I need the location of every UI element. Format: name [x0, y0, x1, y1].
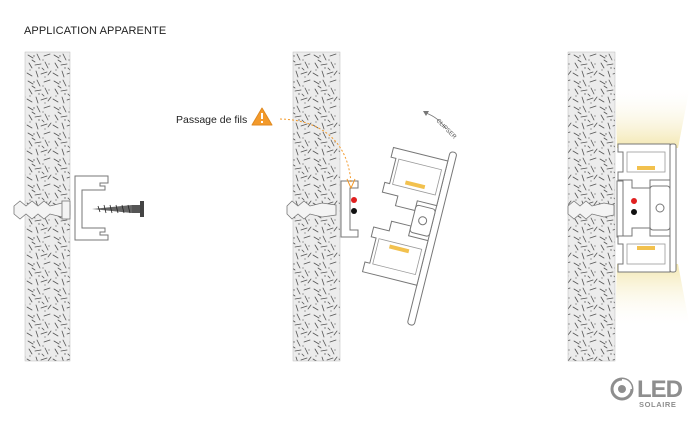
brand-subtitle: SOLAIRE	[639, 400, 677, 409]
led-solaire-logo-icon	[610, 377, 634, 401]
double-profile-installed	[617, 143, 677, 273]
wall-plug-icon	[13, 200, 71, 220]
wire-black	[631, 209, 637, 215]
brand-name: LED	[637, 376, 683, 403]
panel-3-installed	[567, 51, 690, 362]
wire-red	[351, 197, 357, 203]
wire-passage-label: Passage de fils	[176, 114, 248, 126]
panel-1-exploded	[13, 51, 144, 362]
wall-plug-icon	[567, 200, 615, 220]
double-profile-tilted	[361, 146, 457, 326]
mounting-clip	[340, 180, 359, 238]
curved-arrow-icon	[279, 118, 356, 190]
clip-label: CLIPSER	[435, 118, 458, 141]
wire-black	[351, 208, 357, 214]
screw-icon	[92, 201, 144, 217]
mounting-clip	[74, 175, 109, 241]
wire-red	[631, 198, 637, 204]
mounting-clip	[616, 180, 624, 238]
panel-2-clipping	[286, 51, 457, 362]
wall-plug-icon	[286, 200, 337, 220]
light-beam-up	[615, 86, 690, 148]
clip-arrow-icon	[423, 111, 447, 130]
page-title: APPLICATION APPARENTE	[24, 25, 167, 37]
light-beam-down	[615, 264, 690, 328]
warning-icon	[251, 107, 273, 126]
